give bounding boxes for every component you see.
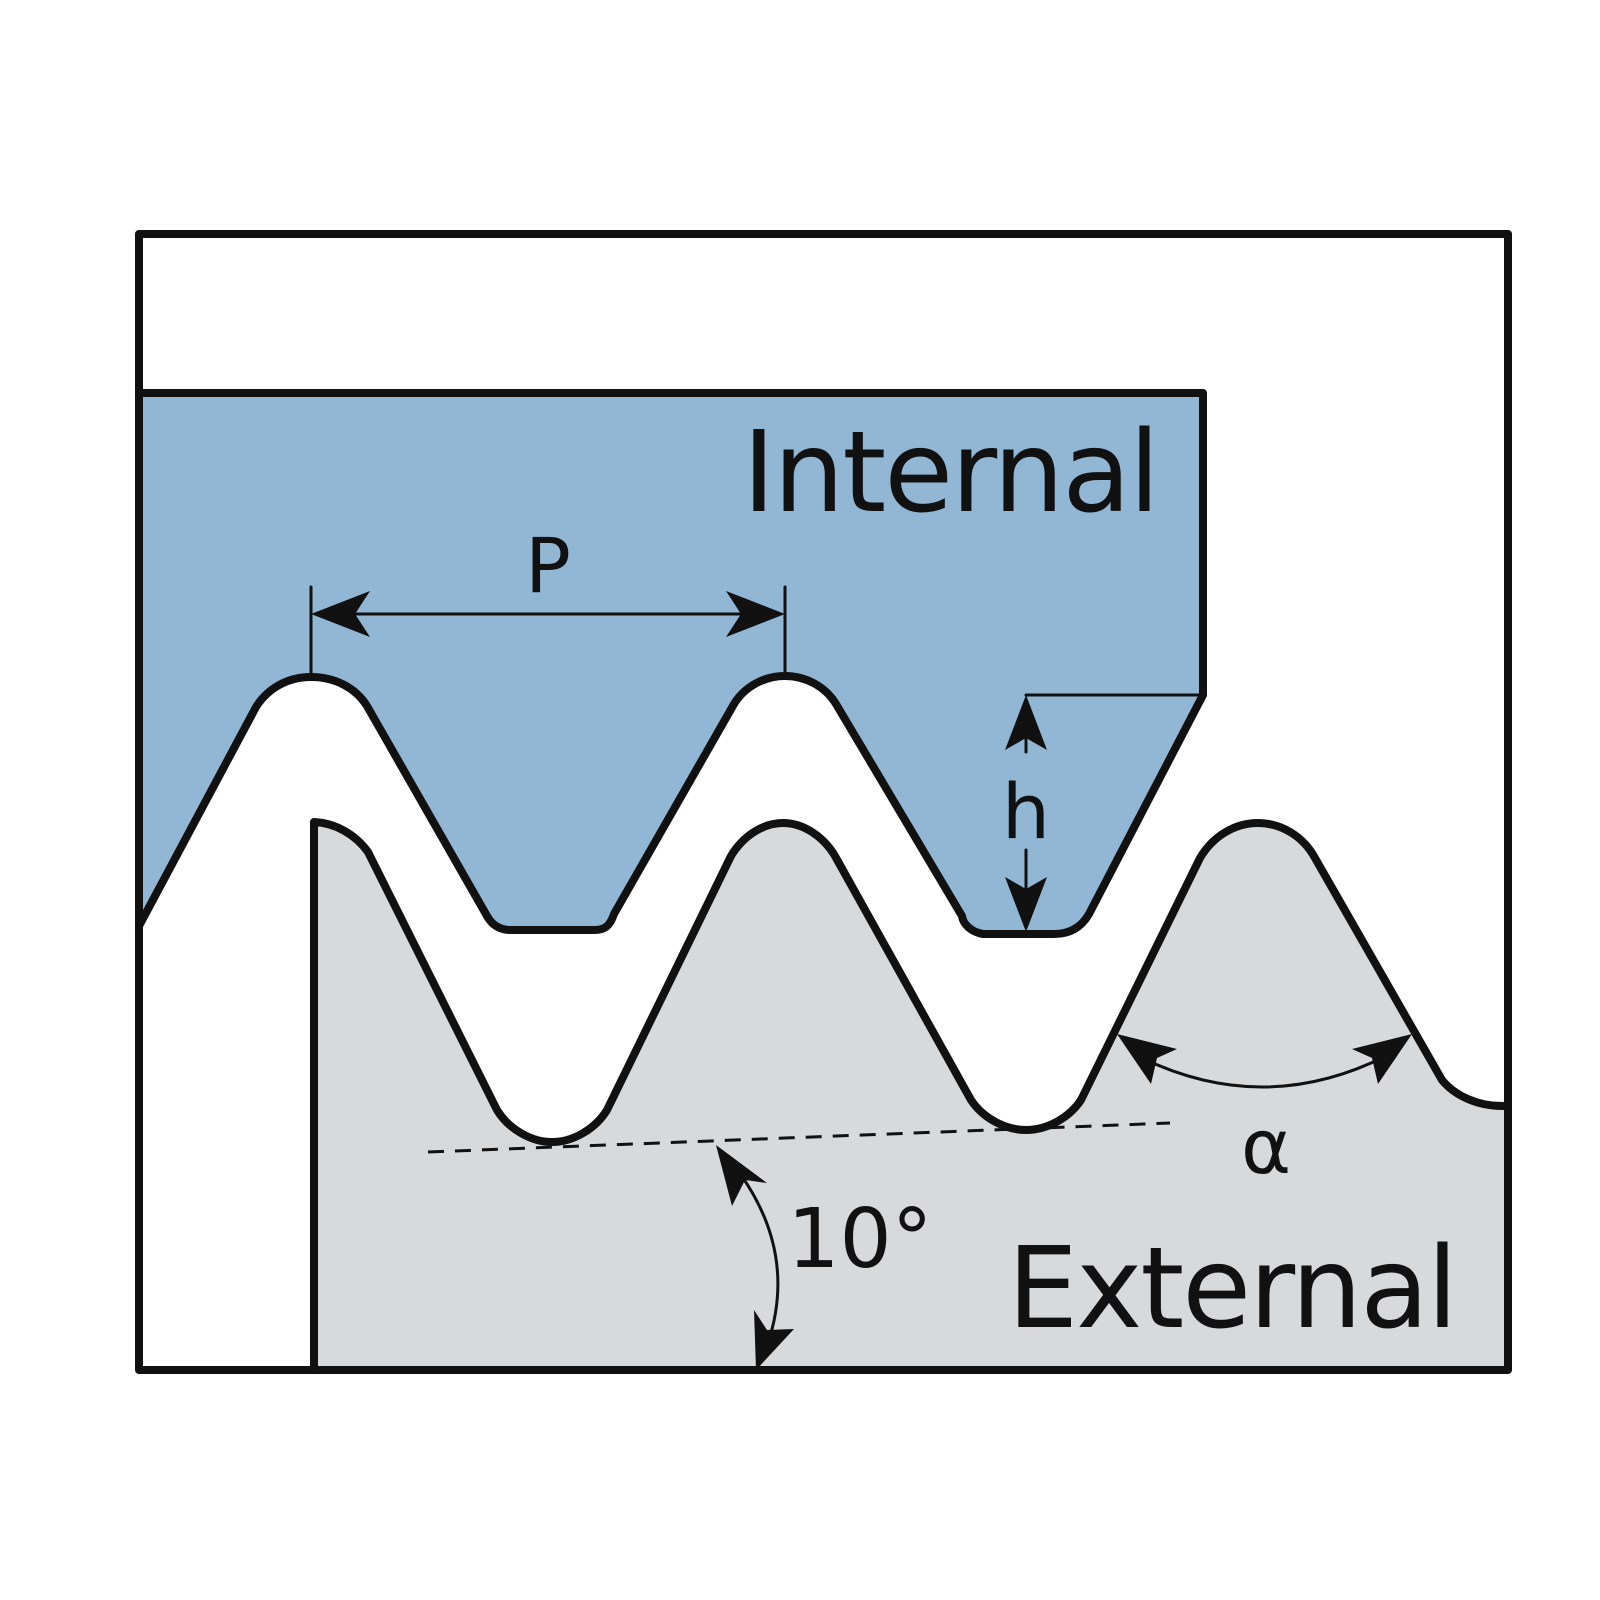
height-arrowhead-top — [1005, 695, 1047, 750]
height-dimension — [1005, 693, 1205, 932]
height-label: h — [1002, 767, 1050, 856]
pitch-arrowhead-left — [311, 591, 370, 637]
flank-angle-label: α — [1241, 1102, 1291, 1191]
outer-frame — [135, 230, 1512, 1374]
lean-angle-dimension — [427, 1121, 1171, 1370]
reference-dashed-line — [427, 1121, 1171, 1154]
internal-thread-outline — [135, 389, 1207, 938]
internal-label: Internal — [742, 408, 1158, 538]
pitch-dimension — [309, 585, 787, 679]
external-label: External — [1007, 1224, 1456, 1354]
external-thread-body — [314, 822, 1508, 1370]
pitch-arrowhead-right — [726, 591, 785, 637]
lean-angle-arrowhead-top — [716, 1145, 767, 1206]
internal-thread-body — [139, 393, 1203, 934]
lean-angle-label: 10° — [787, 1192, 932, 1287]
external-thread-outline — [310, 818, 1512, 1374]
height-arrowhead-bottom — [1005, 877, 1047, 932]
lean-angle-arrowhead-bottom — [754, 1310, 794, 1370]
flank-angle-arrowhead-left — [1117, 1034, 1177, 1084]
pitch-label: P — [525, 521, 571, 610]
flank-angle-arc — [1136, 1054, 1388, 1089]
flank-angle-arrowhead-right — [1352, 1034, 1412, 1084]
flank-angle-dimension — [1117, 1034, 1412, 1089]
lean-angle-arc — [739, 1173, 780, 1345]
